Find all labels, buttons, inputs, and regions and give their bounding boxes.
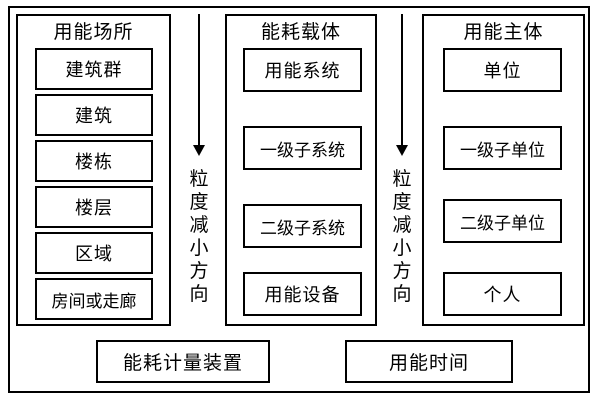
bottom-box-energy-use-time[interactable]: 用能时间	[345, 340, 513, 383]
item-box-building-block[interactable]: 楼栋	[35, 140, 153, 182]
panel-title-energy-use-subject: 用能主体	[463, 21, 544, 43]
panel-title-energy-consumption-carrier: 能耗载体	[260, 21, 341, 43]
arrow-head-icon	[396, 145, 408, 156]
item-box-energy-system[interactable]: 用能系统	[243, 48, 362, 92]
item-box-unit[interactable]: 单位	[443, 48, 562, 92]
panel-energy-use-subject: 用能主体 单位 一级子单位 二级子单位 个人	[422, 14, 585, 326]
arrow-head-icon	[193, 145, 205, 156]
granularity-arrow-2: 粒度减小方向	[382, 12, 422, 324]
item-box-level2-subunit[interactable]: 二级子单位	[443, 199, 562, 243]
item-box-energy-equipment[interactable]: 用能设备	[243, 272, 362, 316]
item-box-building[interactable]: 建筑	[35, 94, 153, 136]
item-box-floor[interactable]: 楼层	[35, 186, 153, 228]
panel-energy-use-place: 用能场所 建筑群 建筑 楼栋 楼层 区域 房间或走廊	[16, 14, 171, 326]
item-box-room-or-corridor[interactable]: 房间或走廊	[35, 278, 153, 320]
panel-energy-consumption-carrier: 能耗载体 用能系统 一级子系统 二级子系统 用能设备	[225, 14, 377, 326]
arrow-line-icon	[198, 14, 200, 147]
granularity-arrow-1: 粒度减小方向	[179, 12, 219, 324]
item-box-area[interactable]: 区域	[35, 232, 153, 274]
arrow-line-icon	[401, 14, 403, 147]
bottom-box-metering-device[interactable]: 能耗计量装置	[96, 340, 270, 383]
panel-title-energy-use-place: 用能场所	[53, 21, 134, 43]
item-box-level1-subsystem[interactable]: 一级子系统	[243, 126, 362, 170]
arrow-label-granularity-1: 粒度减小方向	[189, 168, 209, 305]
item-box-level2-subsystem[interactable]: 二级子系统	[243, 204, 362, 248]
item-box-individual[interactable]: 个人	[443, 272, 562, 316]
item-box-building-group[interactable]: 建筑群	[35, 48, 153, 90]
item-box-level1-subunit[interactable]: 一级子单位	[443, 126, 562, 170]
arrow-label-granularity-2: 粒度减小方向	[392, 168, 412, 305]
